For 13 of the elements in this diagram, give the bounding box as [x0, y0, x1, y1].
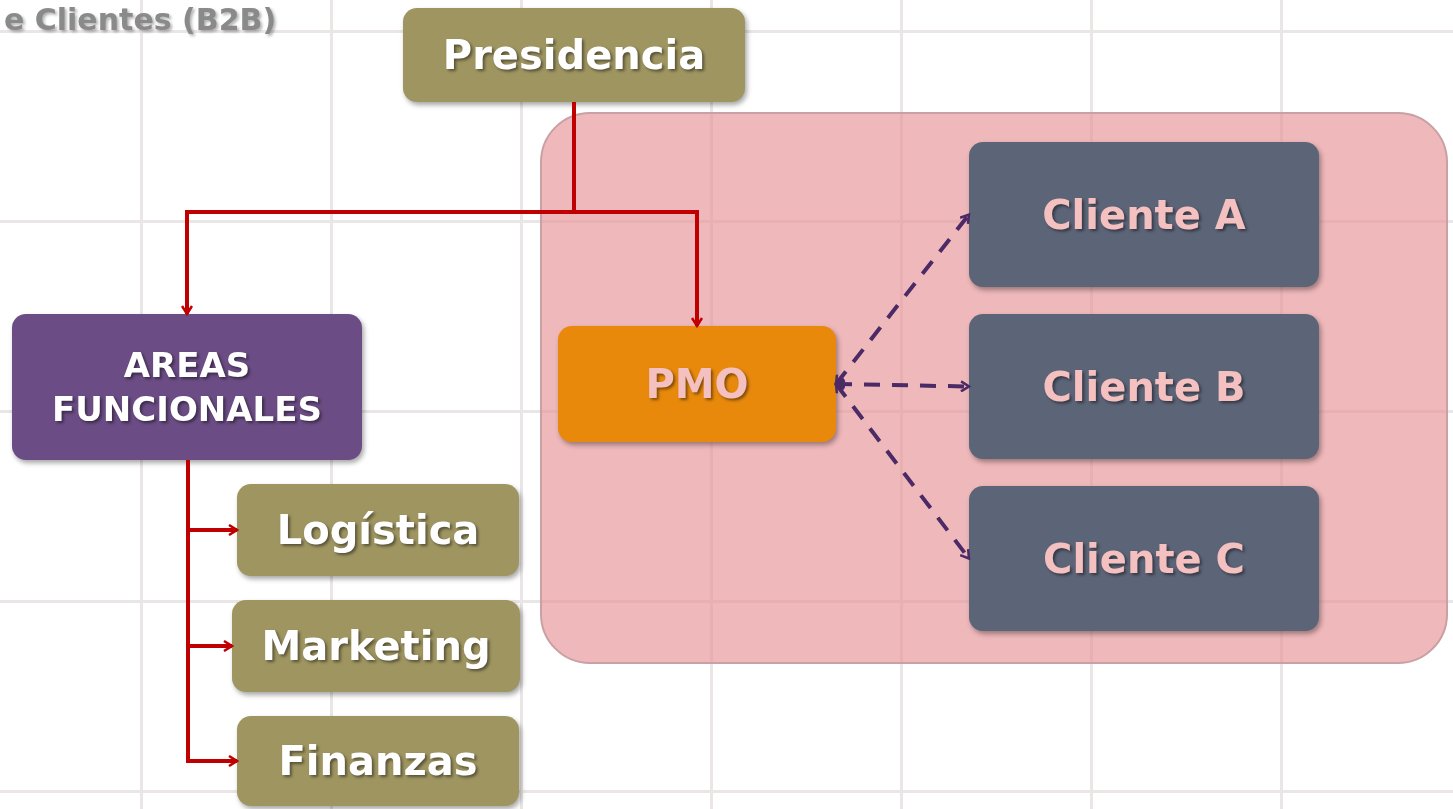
- process-box: Cliente B: [969, 314, 1319, 459]
- process-box: Cliente C: [969, 486, 1319, 631]
- title: e Clientes (B2B): [4, 2, 277, 37]
- process-box: AREAS FUNCIONALES: [12, 314, 362, 460]
- title-box: Presidencia: [403, 8, 745, 102]
- process-box: Cliente A: [969, 142, 1319, 287]
- process-box: Logística: [237, 484, 519, 576]
- process-box: PMO: [558, 326, 836, 442]
- arrow: [834, 382, 971, 560]
- group-panel: [540, 112, 1448, 664]
- arrow: [834, 377, 971, 393]
- process-box: Marketing: [232, 600, 520, 692]
- process-box: Finanzas: [237, 716, 519, 806]
